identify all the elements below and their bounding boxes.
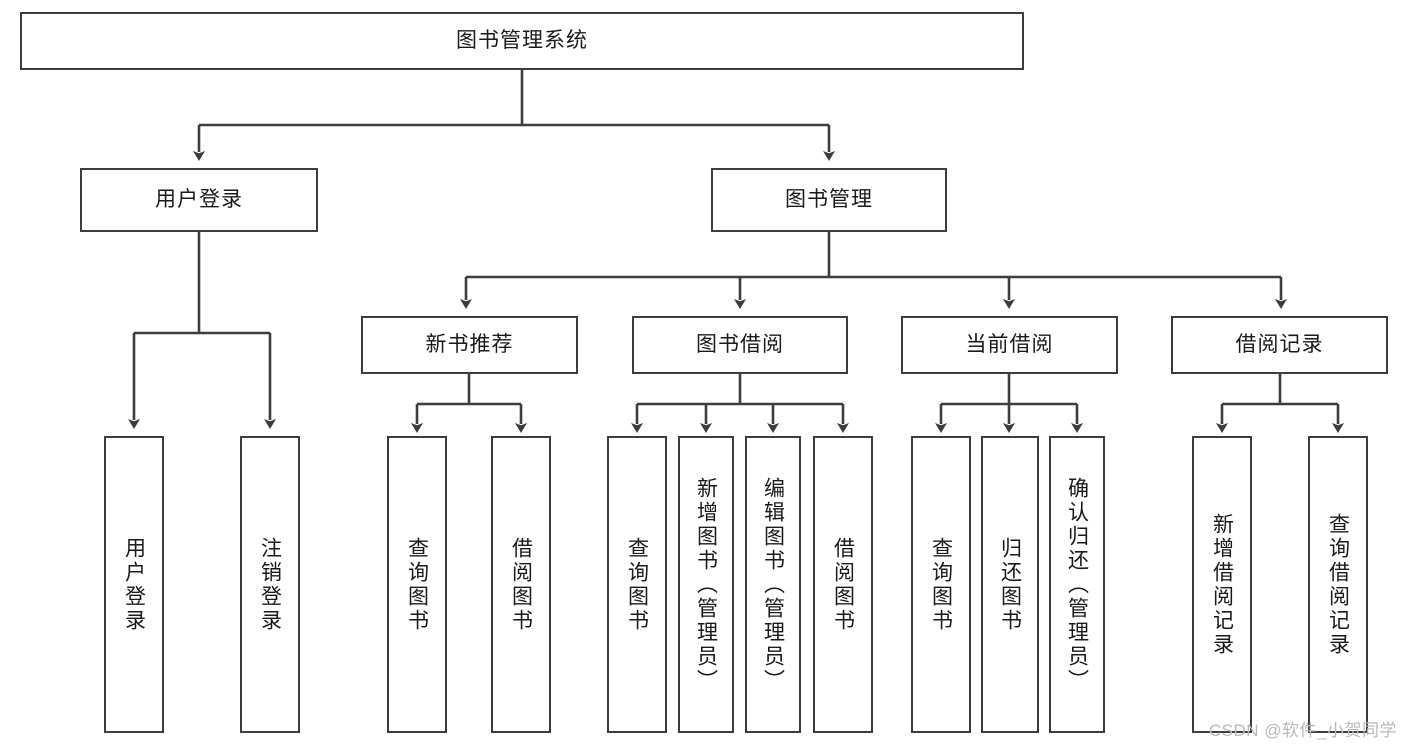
watermark-text: CSDN @软件_小贺同学 [1208,721,1397,740]
node-book-management[interactable]: 图书管理 [711,168,947,232]
node-leaf-query-book-current[interactable]: 查询图书 [911,436,971,733]
node-leaf-query-borrow-record[interactable]: 查询借阅记录 [1308,436,1368,733]
node-leaf-logout[interactable]: 注销登录 [240,436,300,733]
node-leaf-confirm-return-admin[interactable]: 确认归还（管理员） [1049,436,1105,733]
node-leaf-confirm-return-admin-label: 确认归还（管理员） [1065,476,1089,693]
node-root[interactable]: 图书管理系统 [20,12,1024,70]
node-book-borrow[interactable]: 图书借阅 [632,316,848,374]
node-leaf-add-borrow-record-label: 新增借阅记录 [1210,512,1234,657]
node-leaf-add-book-admin[interactable]: 新增图书（管理员） [678,436,734,733]
node-leaf-return-book-label: 归还图书 [998,536,1022,633]
node-user-login[interactable]: 用户登录 [80,168,318,232]
node-leaf-logout-label: 注销登录 [258,536,282,633]
node-root-label: 图书管理系统 [456,28,588,52]
node-leaf-return-book[interactable]: 归还图书 [981,436,1039,733]
node-borrow-record-label: 借阅记录 [1235,332,1324,356]
node-leaf-edit-book-admin[interactable]: 编辑图书（管理员） [745,436,801,733]
node-leaf-add-book-admin-label: 新增图书（管理员） [694,476,718,693]
node-leaf-borrow-book-rec-label: 借阅图书 [509,536,533,633]
node-user-login-label: 用户登录 [155,187,243,211]
node-leaf-query-borrow-record-label: 查询借阅记录 [1326,512,1350,657]
node-leaf-query-book-current-label: 查询图书 [929,536,953,633]
node-leaf-borrow-book[interactable]: 借阅图书 [813,436,873,733]
node-leaf-add-borrow-record[interactable]: 新增借阅记录 [1192,436,1252,733]
node-borrow-record[interactable]: 借阅记录 [1171,316,1388,374]
node-leaf-query-book-rec[interactable]: 查询图书 [387,436,447,733]
node-leaf-user-login[interactable]: 用户登录 [104,436,164,733]
node-leaf-borrow-book-label: 借阅图书 [831,536,855,633]
node-current-borrow[interactable]: 当前借阅 [901,316,1118,374]
node-leaf-borrow-book-rec[interactable]: 借阅图书 [491,436,551,733]
node-new-book-recommend-label: 新书推荐 [425,332,514,356]
node-leaf-query-book-borrow-label: 查询图书 [625,536,649,633]
node-leaf-user-login-label: 用户登录 [122,536,146,633]
node-leaf-edit-book-admin-label: 编辑图书（管理员） [761,476,785,693]
node-current-borrow-label: 当前借阅 [965,332,1054,356]
node-new-book-recommend[interactable]: 新书推荐 [361,316,578,374]
node-book-borrow-label: 图书借阅 [696,332,784,356]
node-book-management-label: 图书管理 [785,187,873,211]
node-leaf-query-book-rec-label: 查询图书 [405,536,429,633]
node-leaf-query-book-borrow[interactable]: 查询图书 [607,436,667,733]
